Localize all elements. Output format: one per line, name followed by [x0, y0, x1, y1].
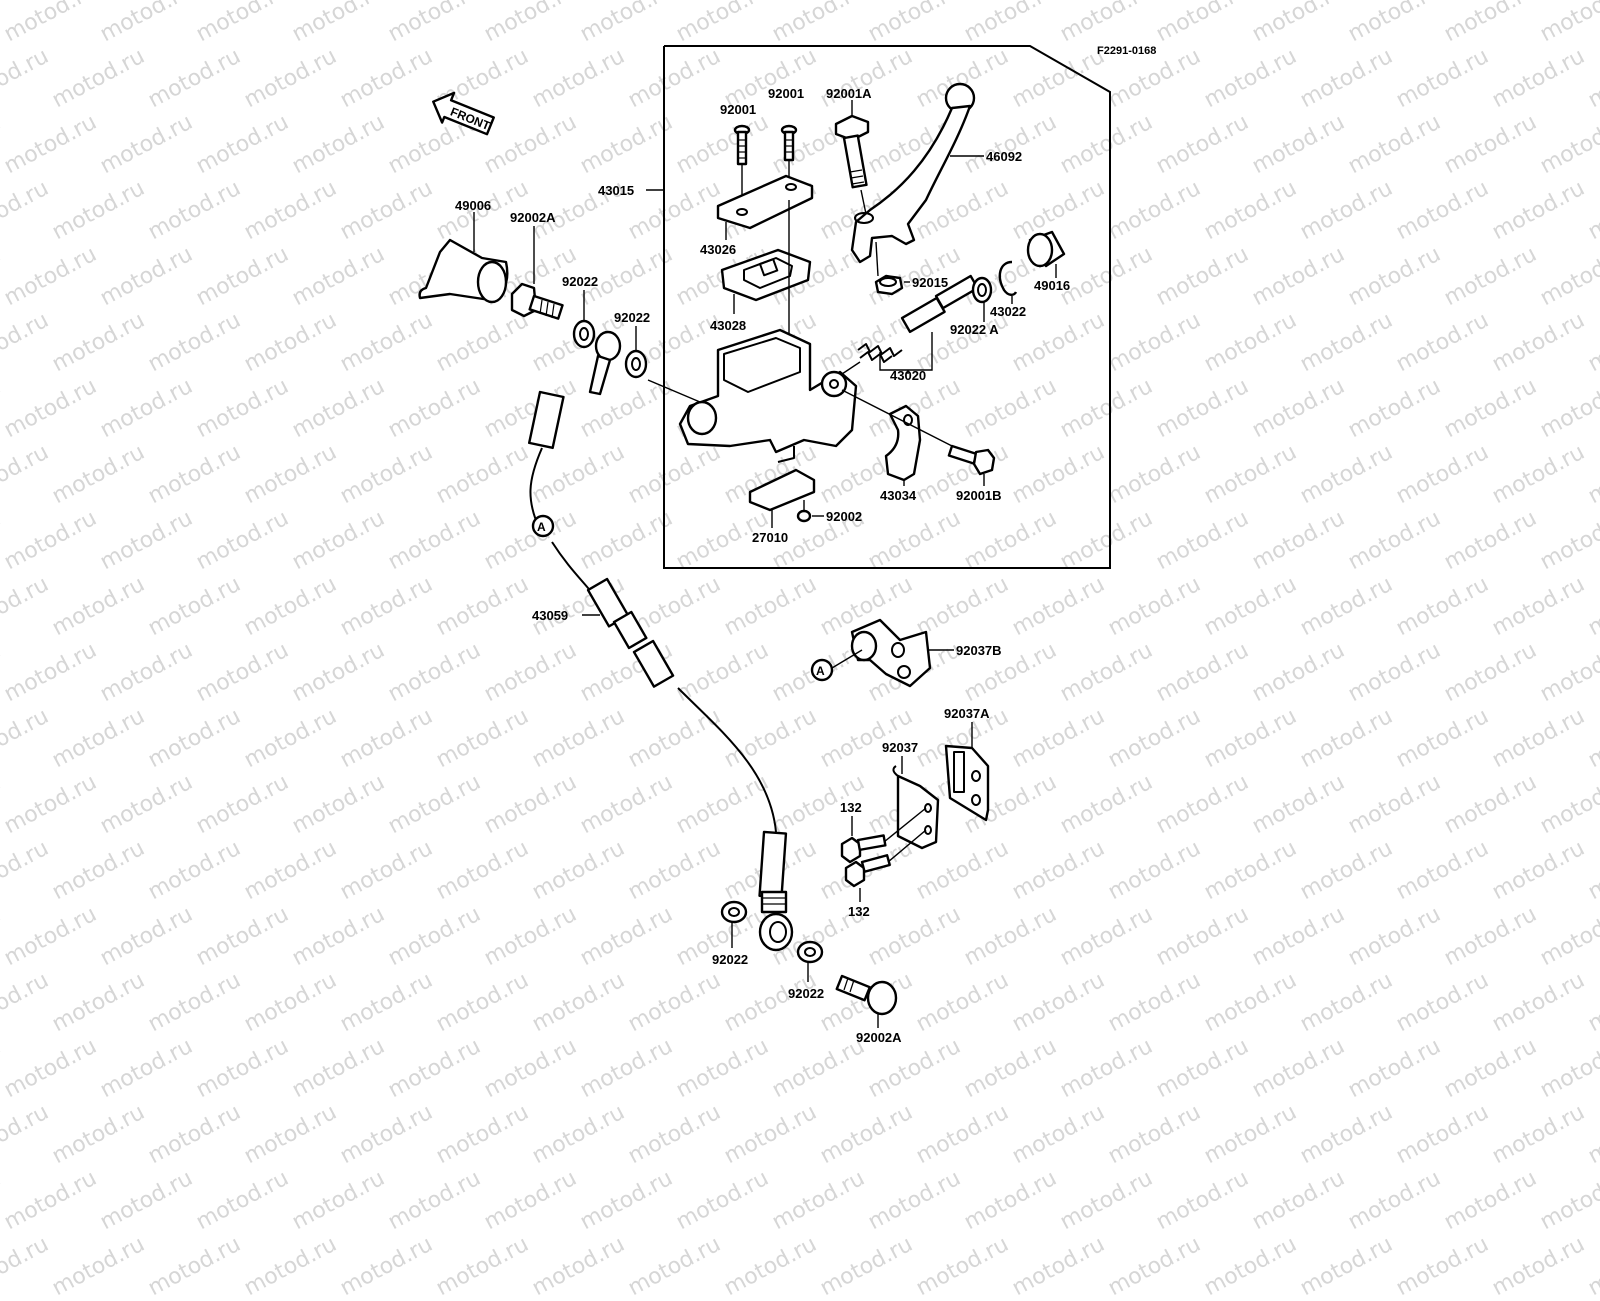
- part-92022-c: 92022: [712, 900, 748, 967]
- watermark-text: motod.ru: [912, 1231, 1013, 1301]
- connector-marker-a-clamp: A: [810, 658, 834, 682]
- label-92001-a: 92001: [720, 102, 756, 117]
- label-27010: 27010: [752, 530, 788, 545]
- part-92022-d: 92022: [788, 940, 824, 1001]
- assembly-box-43015: 43015: [598, 45, 1111, 569]
- label-92037B: 92037B: [956, 643, 1002, 658]
- diagram-canvas: F2291-0168 FRONT 43015 49006 92002A: [418, 45, 1156, 1045]
- label-92022-b: 92022: [614, 310, 650, 325]
- part-92037: 92037: [882, 740, 940, 850]
- watermark-text: motod.ru: [816, 1231, 917, 1301]
- label-46092: 46092: [986, 149, 1022, 164]
- label-43059: 43059: [532, 608, 568, 623]
- label-132-b: 132: [848, 904, 870, 919]
- label-43026: 43026: [700, 242, 736, 257]
- part-132-b: 132: [844, 829, 927, 919]
- part-49016: 49016: [1026, 230, 1070, 293]
- label-92022-d: 92022: [788, 986, 824, 1001]
- label-92022A: 92022 A: [950, 322, 999, 337]
- label-92001A: 92001A: [826, 86, 872, 101]
- watermark-text: motod.ru: [1200, 1231, 1301, 1301]
- label-92037: 92037: [882, 740, 918, 755]
- part-92001-b: 92001: [768, 86, 804, 184]
- label-92022-c: 92022: [712, 952, 748, 967]
- part-92001-a: 92001: [720, 102, 756, 206]
- watermark-text: motod.ru: [1008, 1231, 1109, 1301]
- label-43022: 43022: [990, 304, 1026, 319]
- part-27010: 27010: [748, 468, 816, 545]
- part-92015: 92015: [874, 241, 948, 296]
- watermark-text: motod.ru: [0, 1231, 53, 1301]
- label-92001B: 92001B: [956, 488, 1002, 503]
- part-92001B: 92001B: [947, 444, 1002, 503]
- part-92037A: 92037A: [944, 706, 990, 822]
- part-92022A: 92022 A: [950, 276, 999, 337]
- watermark-text: motod.ru: [1584, 1231, 1600, 1301]
- part-132-a: 132: [840, 800, 927, 864]
- part-43022: 43022: [990, 260, 1026, 319]
- front-arrow-icon: FRONT: [432, 91, 495, 136]
- svg-text:A: A: [816, 664, 825, 678]
- part-46092: 46092: [850, 82, 1022, 264]
- label-43020: 43020: [890, 368, 926, 383]
- part-43034: 43034: [841, 389, 953, 503]
- part-92002A-top: 92002A: [510, 210, 564, 320]
- part-92002-switch: 92002: [796, 500, 862, 524]
- label-43034: 43034: [880, 488, 917, 503]
- label-43028: 43028: [710, 318, 746, 333]
- watermark-text: motod.ru: [528, 1231, 629, 1301]
- label-43015: 43015: [598, 183, 634, 198]
- watermark-text: motod.ru: [240, 1231, 341, 1301]
- watermark-text: motod.ru: [1392, 1231, 1493, 1301]
- label-92037A: 92037A: [944, 706, 990, 721]
- watermark-text: motod.ru: [432, 1231, 533, 1301]
- label-49006: 49006: [455, 198, 491, 213]
- part-92022-b: 92022: [614, 310, 650, 379]
- label-92015: 92015: [912, 275, 948, 290]
- label-92002-switch: 92002: [826, 509, 862, 524]
- part-92037B: 92037B: [831, 618, 1002, 688]
- watermark-text: motod.ru: [144, 1231, 245, 1301]
- svg-text:A: A: [537, 520, 546, 534]
- label-49016: 49016: [1034, 278, 1070, 293]
- watermark-text: motod.ru: [1296, 1231, 1397, 1301]
- part-43026: 43026: [700, 174, 814, 257]
- part-43015-body: [647, 328, 858, 463]
- watermark-text: motod.ru: [336, 1231, 437, 1301]
- figure-code: F2291-0168: [1097, 45, 1156, 57]
- part-92022-a: 92022: [562, 274, 598, 349]
- part-43028: 43028: [710, 200, 812, 340]
- label-92001-b: 92001: [768, 86, 804, 101]
- part-92002A-bottom: 92002A: [835, 974, 902, 1045]
- part-92001A: 92001A: [826, 86, 872, 215]
- watermark-text: motod.ru: [720, 1231, 821, 1301]
- part-49006: 49006: [418, 198, 509, 304]
- label-92002A-bottom: 92002A: [856, 1030, 902, 1045]
- label-92002A-top: 92002A: [510, 210, 556, 225]
- watermark-text: motod.ru: [624, 1231, 725, 1301]
- connector-marker-a-hose: A: [531, 514, 555, 538]
- watermark-text: motod.ru: [1488, 1231, 1589, 1301]
- part-43020: 43020: [841, 274, 979, 383]
- part-43059-hose: 43059: [527, 330, 794, 952]
- watermark-text: motod.ru: [1104, 1231, 1205, 1301]
- label-92022-a: 92022: [562, 274, 598, 289]
- watermark-text: motod.ru: [48, 1231, 149, 1301]
- label-132-a: 132: [840, 800, 862, 815]
